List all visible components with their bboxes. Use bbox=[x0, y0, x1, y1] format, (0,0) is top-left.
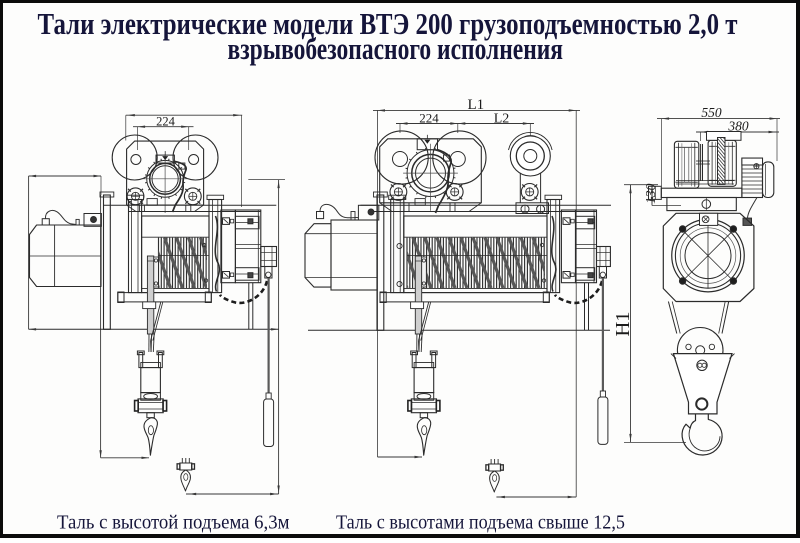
svg-text:H1: H1 bbox=[612, 311, 634, 336]
svg-text:взрывобезопасного исполнения: взрывобезопасного исполнения bbox=[228, 32, 564, 66]
svg-text:Таль с высотой подъема 6,3м: Таль с высотой подъема 6,3м bbox=[57, 513, 290, 534]
svg-text:550: 550 bbox=[701, 105, 722, 120]
svg-text:L2: L2 bbox=[494, 112, 510, 127]
svg-text:Таль с высотами подъема свыше: Таль с высотами подъема свыше 12,5 bbox=[336, 513, 625, 534]
